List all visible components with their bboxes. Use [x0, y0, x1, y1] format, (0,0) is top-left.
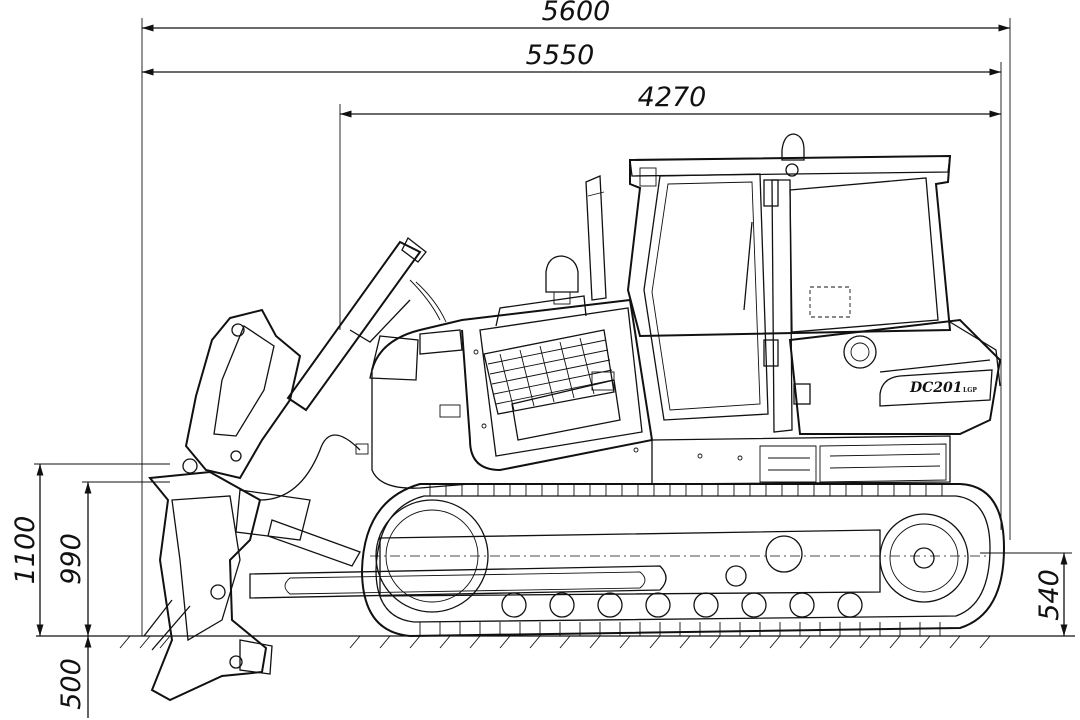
track-assembly [249, 483, 1006, 638]
dozer-blade [143, 308, 361, 702]
hydraulic-lines [409, 279, 447, 323]
rear-handrail [949, 321, 1001, 387]
blade-upper [184, 308, 302, 480]
track-outline [360, 483, 1006, 638]
door-hinge-upper [763, 179, 779, 207]
engine-hood [259, 175, 743, 501]
fuel-cap [843, 335, 877, 369]
model-plate [879, 369, 993, 407]
tilt-cylinder [267, 519, 361, 567]
blade-pin-lower [182, 458, 198, 474]
cutting-edge [143, 599, 191, 651]
cab-pillar [771, 179, 793, 433]
cab-roof-outline [626, 154, 952, 338]
model-name: DC201 [909, 380, 963, 396]
wiper [743, 221, 753, 311]
side-louver [511, 379, 621, 441]
dim-label-overall-length: 5600 [542, 0, 611, 27]
dim-label-blade-lift: 990 [56, 533, 87, 585]
track-shoes-top [429, 484, 943, 496]
cab-front-window [643, 173, 769, 421]
tilt-bracket [235, 489, 311, 541]
lift-cylinder [286, 237, 463, 412]
blade-lower [148, 470, 268, 702]
lift-cylinder-barrel [286, 240, 422, 412]
pivot-shaft [765, 535, 803, 573]
push-arm [249, 565, 667, 599]
rear-lamp [793, 383, 811, 405]
track-inner [375, 495, 991, 623]
work-light [639, 167, 657, 187]
equalizer-pin [725, 565, 747, 587]
rear-body: DC201 LGP [651, 318, 1002, 485]
operator-cab [626, 133, 952, 433]
engine-grille [483, 329, 615, 415]
air-precleaner [545, 255, 579, 293]
window-sticker [809, 286, 851, 318]
beacon-light [781, 133, 805, 161]
ground-hatching [119, 635, 991, 649]
dim-label-track-length: 4270 [638, 82, 707, 113]
cab-roof [629, 155, 951, 177]
blade-end-bit [239, 639, 273, 675]
hood-bolts [473, 349, 743, 461]
dimension-lines: 5600 5550 4270 1100 990 500 540 [10, 0, 1075, 718]
drive-sprocket [879, 513, 969, 603]
track-rollers [501, 592, 863, 618]
hood-side-panel [479, 307, 643, 457]
cab-side-window [789, 177, 939, 333]
drive-sprocket-rim [889, 523, 959, 593]
exhaust-stack [585, 175, 607, 301]
hydraulic-hose [259, 434, 361, 501]
track-frame [379, 529, 881, 597]
radiator-guard [371, 370, 471, 489]
dim-label-blade-height: 1100 [10, 516, 41, 585]
dim-label-machine-length: 5550 [526, 40, 595, 71]
push-arm-inner [284, 571, 646, 595]
drive-sprocket-hub [913, 547, 935, 569]
dim-label-ground-clearance: 540 [1034, 569, 1065, 621]
lift-cylinder-head [401, 237, 427, 263]
cylinder-bracket [369, 335, 419, 381]
dim-label-dig-depth: 500 [56, 658, 87, 710]
badge-plate [591, 371, 615, 391]
blade-pin-tilt [210, 584, 226, 600]
hood-handrail [495, 295, 587, 327]
main-frame [651, 435, 951, 485]
model-suffix: LGP [963, 387, 977, 394]
service-plate [439, 404, 461, 418]
track-shoes-bottom [419, 622, 941, 636]
blade-pin-top [231, 323, 245, 337]
door-hinge-lower [763, 339, 779, 367]
fuel-tank [788, 318, 1002, 435]
